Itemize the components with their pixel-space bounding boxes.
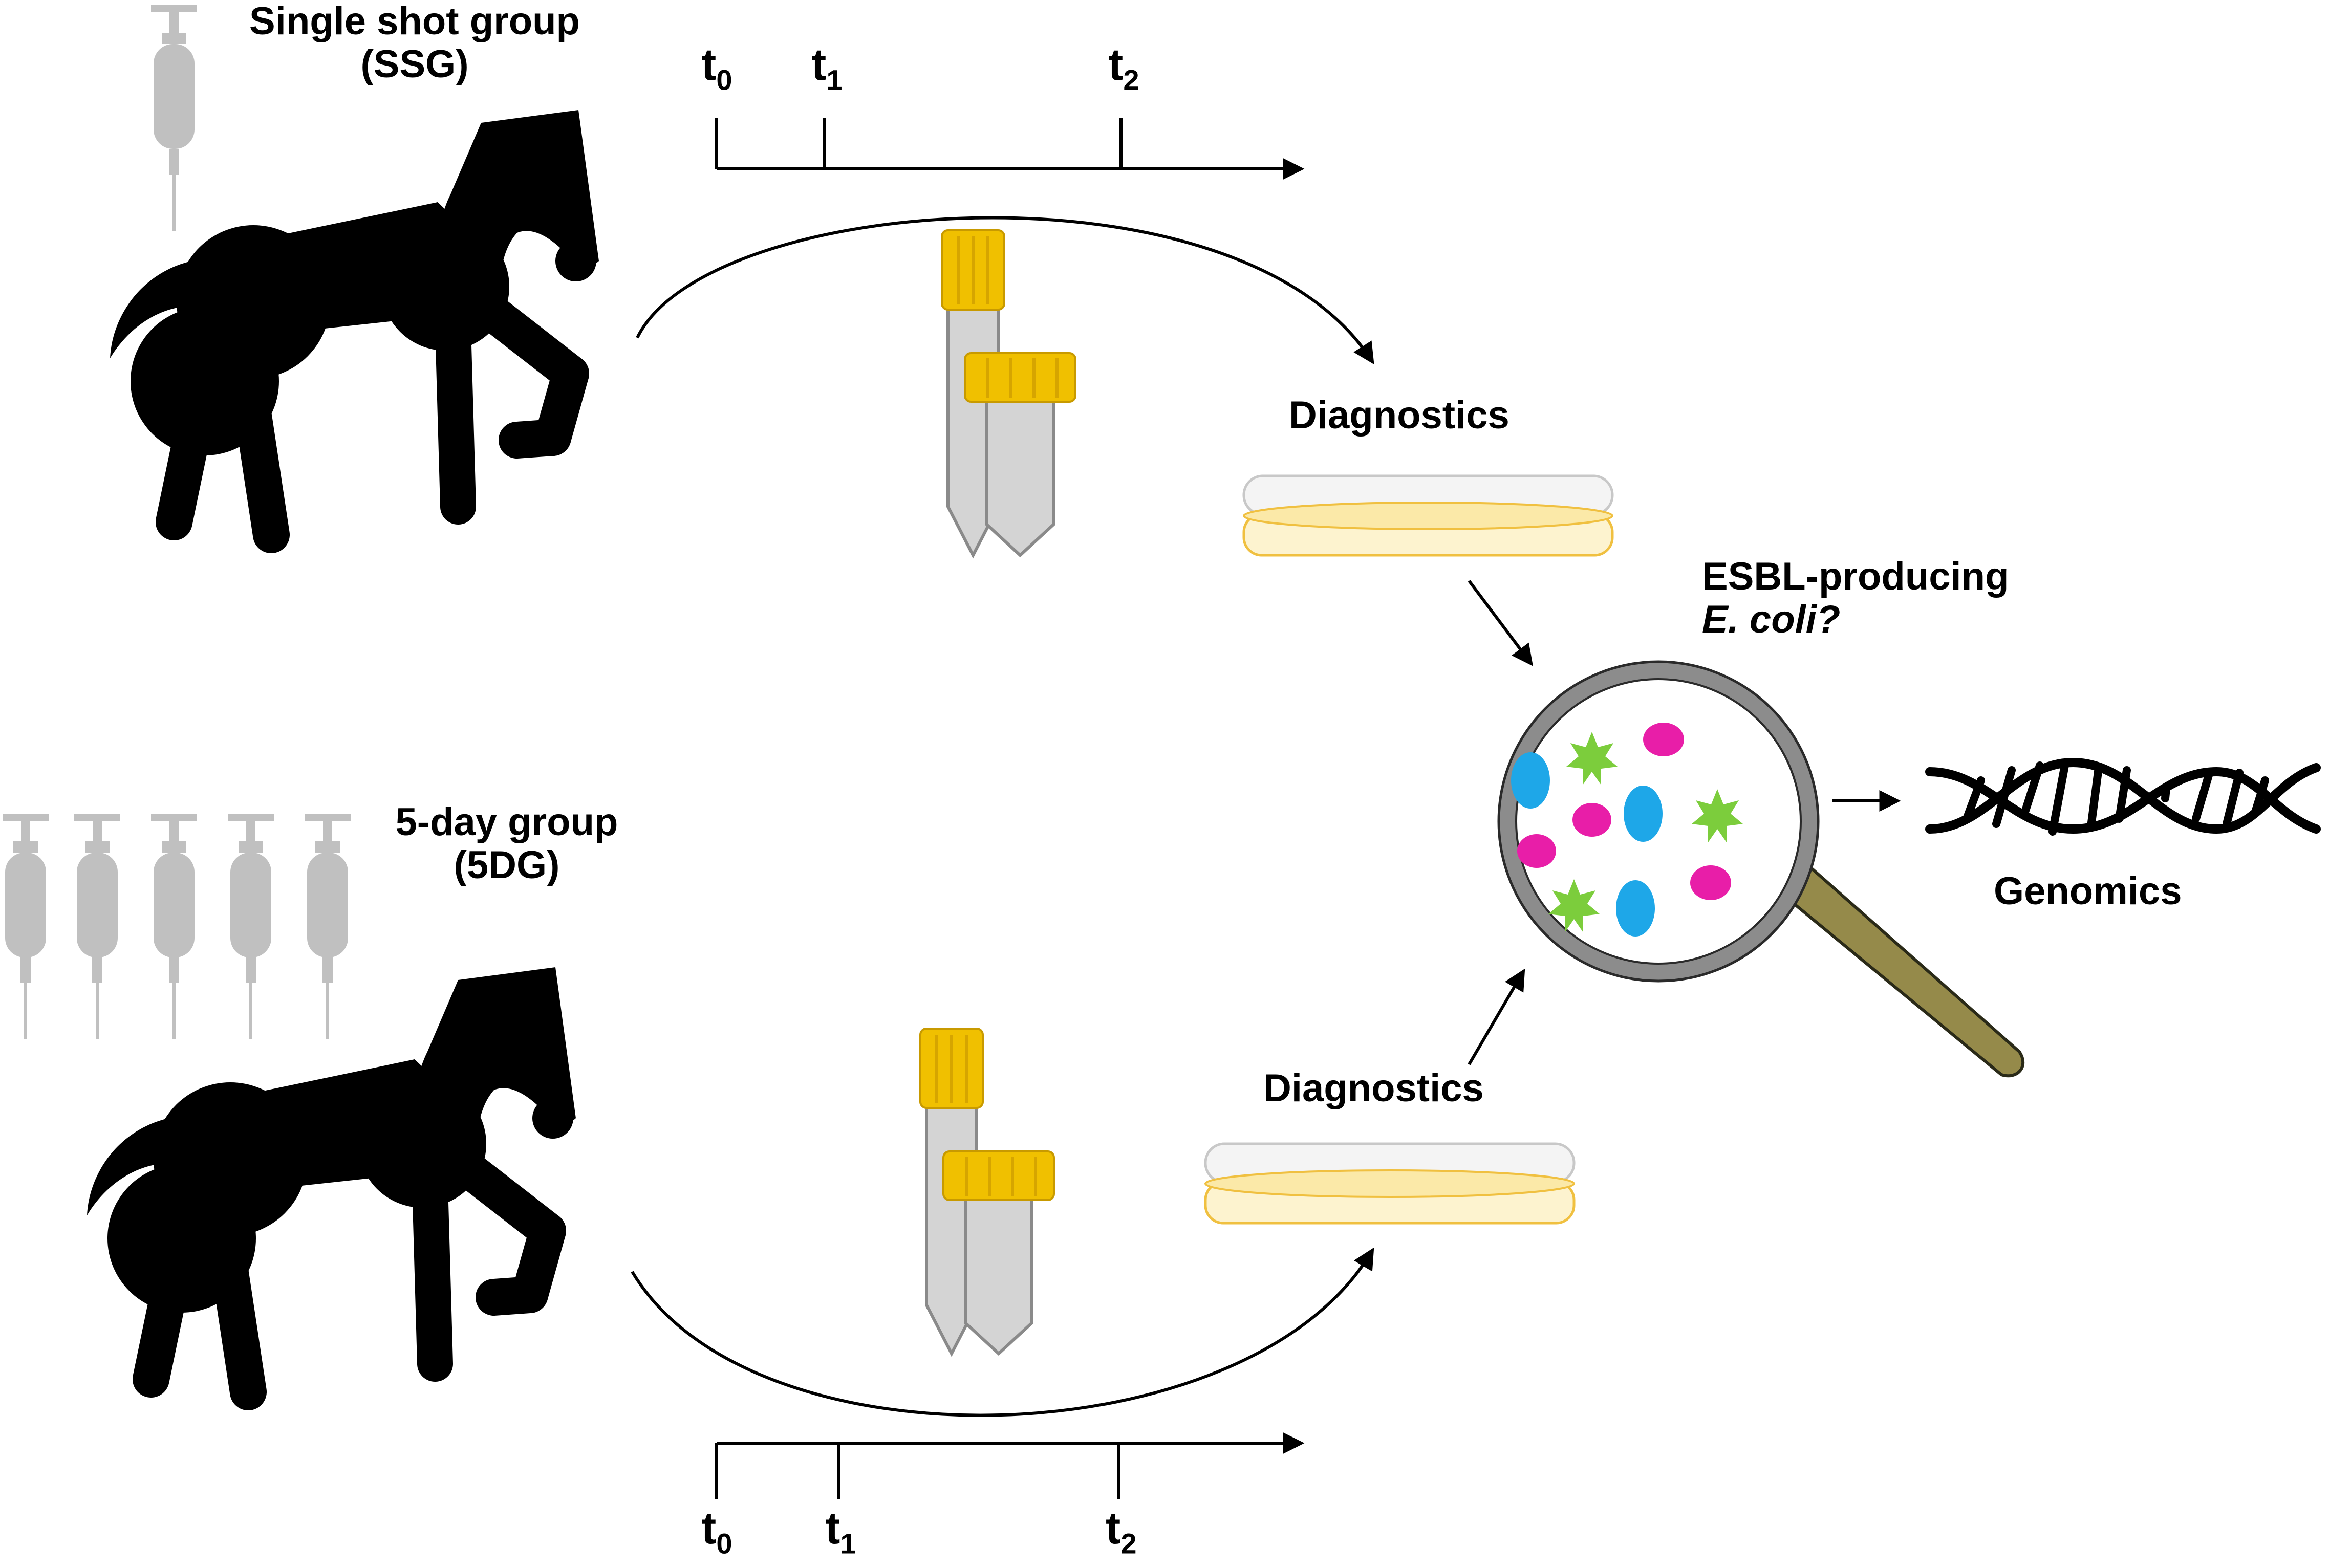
sample-tubes-icon-top	[942, 230, 1075, 555]
diagnostics-label-bottom: Diagnostics	[1263, 1066, 1484, 1110]
timeline-top-t1: t1	[811, 39, 843, 96]
ssg-name: Single shot group	[249, 0, 580, 43]
esbl-question: ESBL-producing E. coli?	[1702, 555, 2009, 641]
5dg-abbr: (5DG)	[454, 843, 560, 887]
ecoli-line: E. coli?	[1702, 597, 1841, 641]
timeline-top-t2: t2	[1108, 39, 1139, 96]
diagnostics-label-top: Diagnostics	[1289, 394, 1509, 437]
arrow-dish-to-lens-bottom	[1468, 968, 1525, 1065]
petri-dish-icon-top	[1244, 476, 1612, 555]
magnifier-icon	[1497, 660, 2025, 1078]
sampling-arrow-top	[636, 216, 1374, 365]
timeline-bottom-t1: t1	[825, 1502, 856, 1560]
timeline-bottom-t0: t0	[701, 1502, 732, 1560]
ssg-label: Single shot group (SSG)	[225, 0, 604, 85]
esbl-line: ESBL-producing	[1702, 555, 2009, 598]
5dg-name: 5-day group	[395, 800, 618, 844]
arrow-dish-to-lens-top	[1468, 580, 1534, 666]
dna-icon	[1925, 757, 2321, 836]
syringe-icon	[151, 5, 197, 231]
sample-tubes-icon-bottom	[920, 1029, 1054, 1354]
sampling-arrow-bottom	[631, 1247, 1374, 1417]
syringe-icons-5dg	[3, 814, 351, 1039]
horse-icon-5dg	[87, 967, 576, 1392]
5dg-label: 5-day group (5DG)	[369, 801, 645, 886]
genomics-label: Genomics	[1994, 869, 2182, 913]
timeline-bottom-t2: t2	[1106, 1502, 1137, 1560]
timeline-top	[715, 118, 1305, 180]
ssg-abbr: (SSG)	[360, 42, 469, 86]
horse-icon-ssg	[110, 110, 599, 535]
petri-dish-icon-bottom	[1205, 1144, 1574, 1223]
timeline-top-t0: t0	[701, 39, 732, 96]
timeline-bottom	[715, 1432, 1305, 1499]
